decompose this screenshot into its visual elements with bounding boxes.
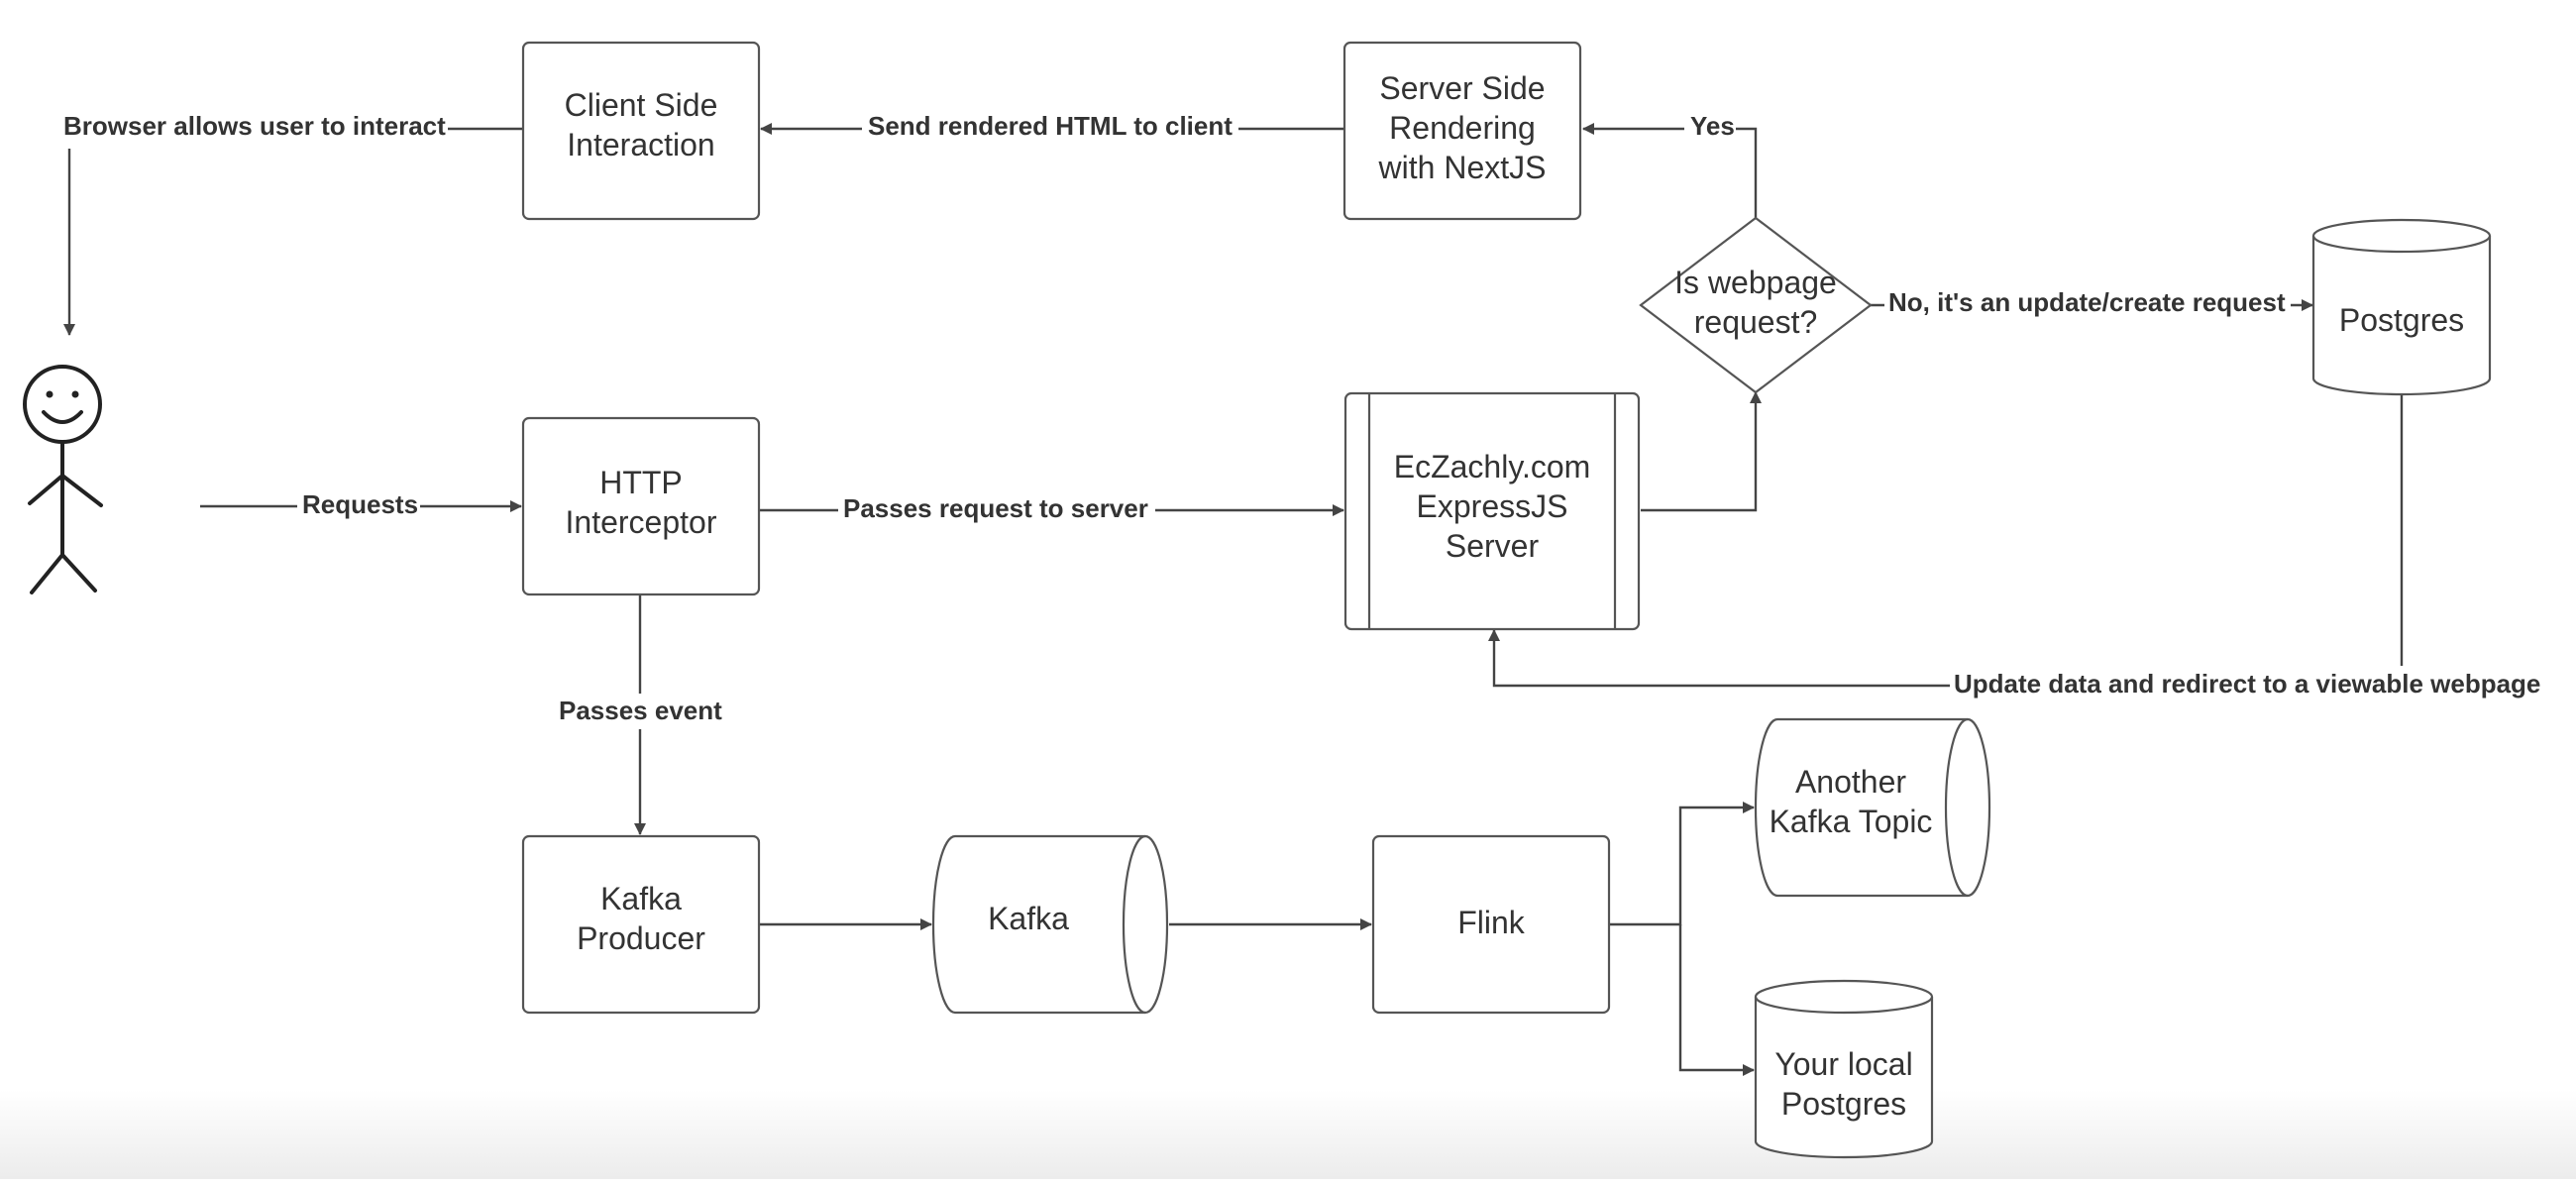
label-requests: Requests [302,489,418,519]
node-ssr-line2: Rendering [1389,110,1536,146]
label-yes: Yes [1690,111,1735,141]
user-stick-figure-icon [23,365,103,594]
node-ssr-line3: with NextJS [1378,150,1547,185]
node-express-line1: EcZachly.com [1394,449,1591,484]
node-another-kafka-topic: Another Kafka Topic [1754,717,1991,898]
node-postgres-label: Postgres [2339,302,2464,338]
node-postgres: Postgres [2311,218,2492,396]
node-topic-line1: Another [1795,764,1906,800]
edge-flink-topic [1609,802,1755,926]
node-decision-webpage-request: Is webpage request? [1639,216,1873,394]
node-your-local-postgres: Your local Postgres [1754,979,1934,1159]
label-send-html: Send rendered HTML to client [868,111,1233,141]
node-localpg-line2: Postgres [1781,1086,1906,1122]
node-express-server: EcZachly.com ExpressJS Server [1343,391,1641,631]
node-topic-line2: Kafka Topic [1770,804,1933,839]
node-producer-line2: Producer [577,920,705,956]
edge-flink-localpg [1678,924,1755,1076]
node-decision-line2: request? [1694,304,1818,340]
node-http-interceptor: HTTP Interceptor [521,416,761,596]
node-client-side-line1: Client Side [565,87,718,123]
node-ssr-line1: Server Side [1379,70,1545,106]
node-server-side-rendering: Server Side Rendering with NextJS [1342,41,1582,221]
node-http-line1: HTTP [599,465,683,500]
label-passes-request: Passes request to server [843,493,1148,523]
node-express-line3: Server [1446,528,1540,564]
node-kafka-producer: Kafka Producer [521,834,761,1015]
node-http-line2: Interceptor [566,504,717,540]
node-client-side-interaction: Client Side Interaction [521,41,761,221]
edge-postgres-express [1488,394,2404,688]
edges [63,123,2404,1076]
label-update-redirect: Update data and redirect to a viewable w… [1954,669,2540,699]
node-flink-label: Flink [1457,905,1526,940]
node-decision-line1: Is webpage [1674,265,1837,300]
edge-express-decision [1641,391,1762,512]
edge-decision-ssr [1582,123,1758,218]
node-client-side-line2: Interaction [567,127,714,162]
node-flink: Flink [1371,834,1611,1015]
label-browser: Browser allows user to interact [63,111,446,141]
edge-labels: Browser allows user to interact Send ren… [57,109,2552,729]
label-passes-event: Passes event [559,696,722,725]
node-localpg-line1: Your local [1774,1046,1912,1082]
label-no-update: No, it's an update/create request [1888,287,2286,317]
node-producer-line1: Kafka [600,881,682,916]
node-kafka: Kafka [931,834,1169,1015]
node-express-line2: ExpressJS [1417,488,1568,524]
node-kafka-label: Kafka [988,901,1069,936]
